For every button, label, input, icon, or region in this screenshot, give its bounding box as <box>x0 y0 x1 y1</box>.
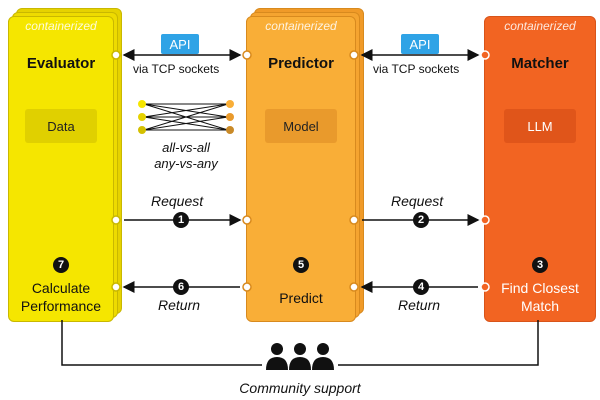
data-dot-3 <box>138 126 146 134</box>
people-icon <box>266 343 334 370</box>
model-dot-3 <box>226 126 234 134</box>
matcher-port-return <box>480 282 490 292</box>
matcher-action-line2: Match <box>520 298 560 314</box>
predictor-model-box: Model <box>265 109 337 143</box>
matcher-port-request <box>480 215 490 225</box>
request-left-label: Request <box>151 193 204 209</box>
evaluator-action-text: Calculate Performance <box>9 279 113 315</box>
predictor-step-badge: 5 <box>293 257 309 273</box>
model-dot-1 <box>226 100 234 108</box>
evaluator-action-line2: Performance <box>20 298 102 314</box>
predictor-container: containerized Predictor Model 5 Predict <box>246 8 366 322</box>
predictor-title: Predictor <box>268 55 334 72</box>
predictor-port-request-out <box>349 215 359 225</box>
predictor-port-request-in <box>242 215 252 225</box>
matcher-port-api <box>480 50 490 60</box>
request-left-step: 1 <box>173 212 189 228</box>
evaluator-port-return <box>111 282 121 292</box>
predictor-port-return-out <box>242 282 252 292</box>
api-right-badge: API <box>401 34 439 54</box>
matcher-action-line1: Find Closest <box>501 280 579 296</box>
evaluator-port-api <box>111 50 121 60</box>
all-vs-all-links <box>143 103 229 131</box>
predictor-port-api-left <box>242 50 252 60</box>
api-left-subtitle: via TCP sockets <box>133 62 220 76</box>
predictor-action-text: Predict <box>279 290 323 306</box>
matcher-container: containerized Matcher LLM 3 Find Closest… <box>484 8 596 322</box>
request-right-label: Request <box>391 193 444 209</box>
data-dot-1 <box>138 100 146 108</box>
predictor-box: containerized Predictor Model 5 Predict <box>246 16 356 322</box>
mode-any-vs-any: any-vs-any <box>154 156 218 171</box>
matcher-box: containerized Matcher LLM 3 Find Closest… <box>484 16 596 322</box>
evaluator-data-box: Data <box>25 109 97 143</box>
ports <box>111 50 490 292</box>
api-right-subtitle: via TCP sockets <box>373 62 460 76</box>
mode-all-vs-all: all-vs-all <box>162 140 210 155</box>
return-left-label: Return <box>158 297 201 313</box>
evaluator-title: Evaluator <box>26 55 96 72</box>
matcher-step-badge: 3 <box>532 257 548 273</box>
matcher-title: Matcher <box>511 55 569 72</box>
matcher-llm-box: LLM <box>504 109 576 143</box>
predictor-port-api-right <box>349 50 359 60</box>
evaluator-containerized-label: containerized <box>25 19 97 33</box>
evaluator-box: containerized Evaluator Data 7 Calculate… <box>8 16 114 322</box>
return-left-step: 6 <box>173 279 189 295</box>
matcher-action-text: Find Closest Match <box>485 279 595 315</box>
request-right-step: 2 <box>413 212 429 228</box>
matcher-containerized-label: containerized <box>504 19 576 33</box>
data-dot-2 <box>138 113 146 121</box>
evaluator-action-line1: Calculate <box>31 280 91 296</box>
return-right-label: Return <box>398 297 441 313</box>
model-dot-2 <box>226 113 234 121</box>
community-support-label: Community support <box>239 380 361 396</box>
predictor-containerized-label: containerized <box>265 19 337 33</box>
return-right-step: 4 <box>413 279 429 295</box>
all-vs-all-dots <box>138 100 234 134</box>
evaluator-step-badge: 7 <box>53 257 69 273</box>
evaluator-port-request <box>111 215 121 225</box>
api-left-badge: API <box>161 34 199 54</box>
predictor-port-return-in <box>349 282 359 292</box>
mode-text: all-vs-all any-vs-any <box>138 140 234 172</box>
evaluator-container: containerized Evaluator Data 7 Calculate… <box>8 8 122 322</box>
